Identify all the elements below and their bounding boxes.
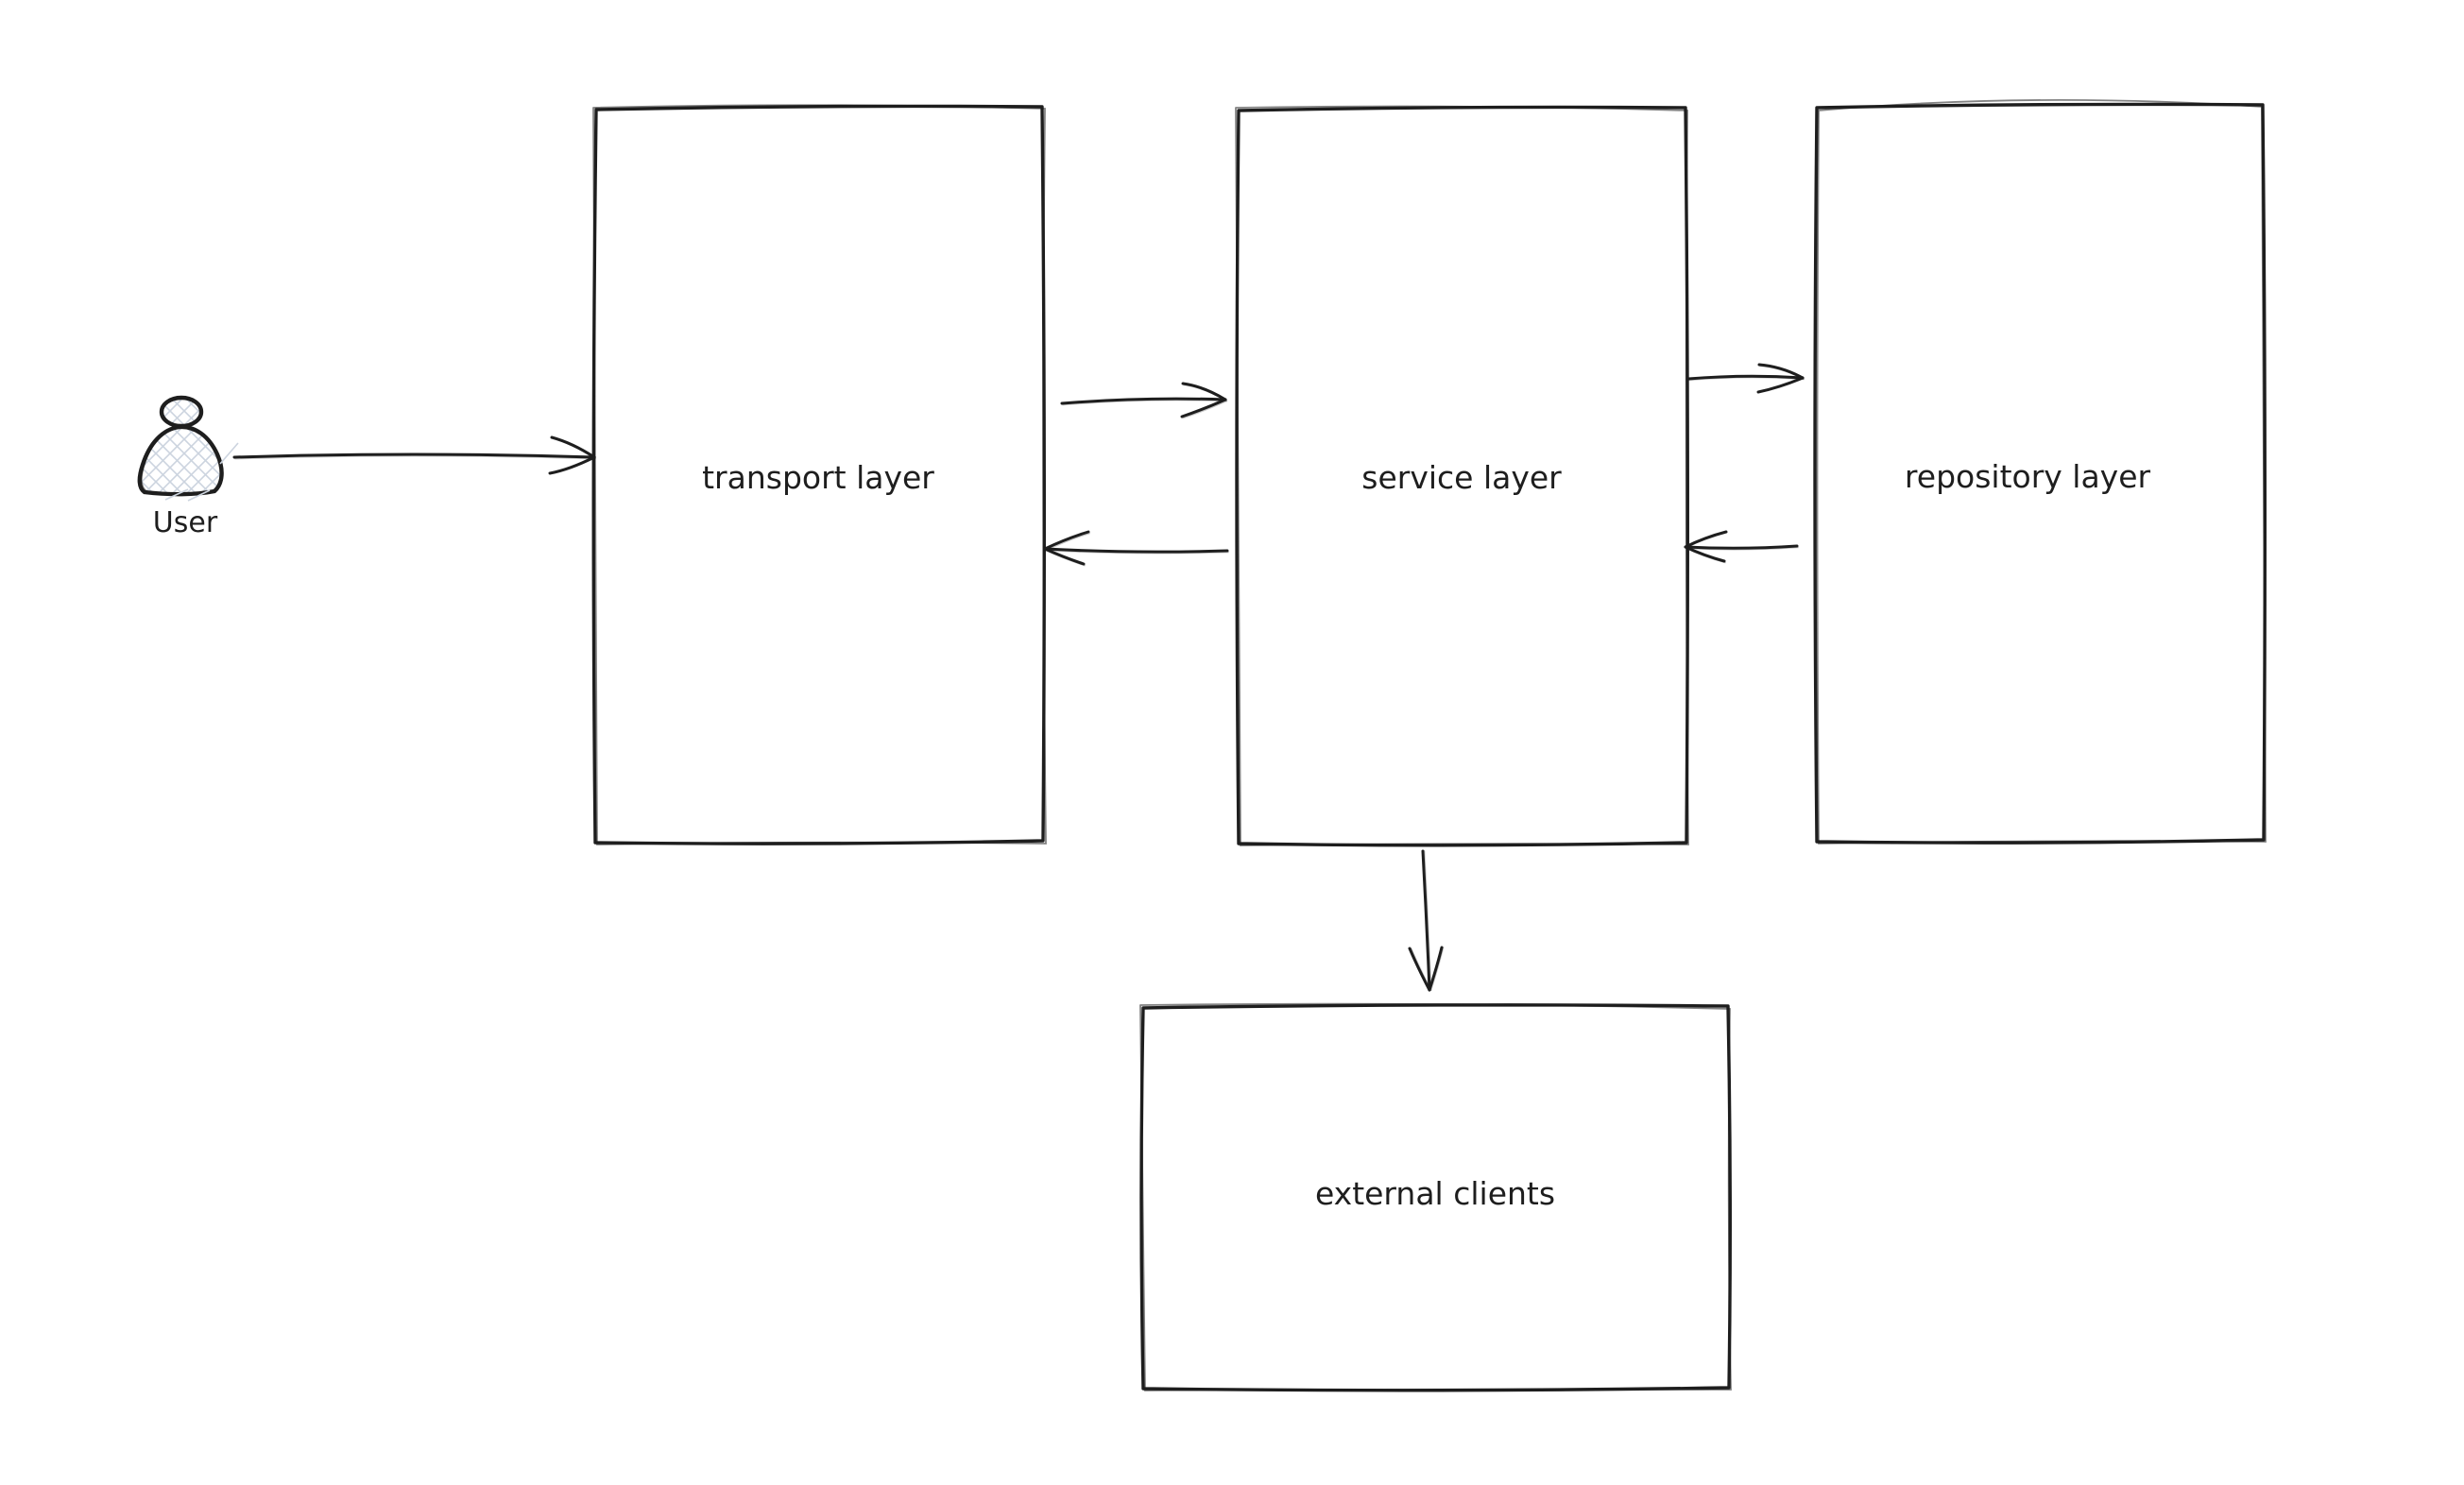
arrow-transport-to-service — [1060, 382, 1228, 419]
arrow-repository-to-service — [1684, 530, 1799, 564]
arrow-service-to-transport — [1043, 530, 1229, 567]
node-transport-layer: transport layer — [591, 104, 1047, 845]
node-transport-layer-label: transport layer — [702, 459, 934, 496]
node-external-clients-label: external clients — [1315, 1175, 1555, 1212]
actor-user-label: User — [153, 506, 218, 539]
stray-hatch-mark — [164, 488, 189, 501]
stray-hatch-mark — [187, 489, 211, 502]
node-service-layer: service layer — [1235, 105, 1689, 847]
person-icon — [137, 395, 239, 502]
node-repository-layer: repository layer — [1813, 98, 2267, 845]
node-external-clients: external clients — [1139, 1002, 1732, 1392]
actor-user: User — [137, 395, 239, 539]
node-repository-layer-label: repository layer — [1905, 458, 2151, 495]
arrow-service-to-repository — [1686, 363, 1805, 394]
node-service-layer-label: service layer — [1361, 459, 1562, 496]
stray-hatch-mark — [219, 442, 239, 465]
arrow-service-to-external — [1408, 849, 1445, 992]
arrow-user-to-transport — [232, 435, 596, 475]
